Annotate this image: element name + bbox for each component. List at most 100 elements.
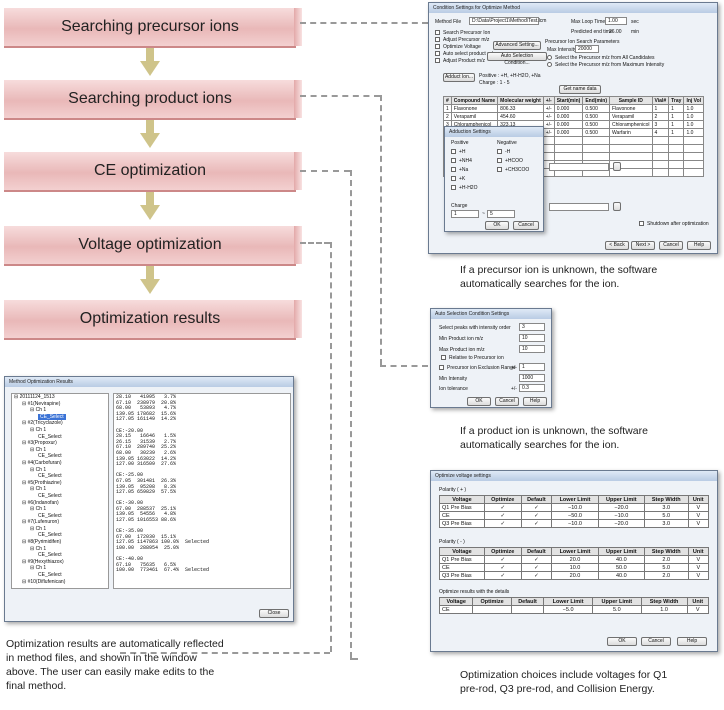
adduct-checkbox[interactable] — [451, 158, 456, 163]
charge-from-field[interactable]: 1 — [451, 210, 479, 218]
table-cell[interactable]: 10.0 — [551, 563, 599, 572]
table-cell[interactable]: ✓ — [483, 519, 522, 528]
exclusion-checkbox[interactable] — [439, 365, 444, 370]
auto-selection-condition-button[interactable]: Auto Selection Condition... — [487, 52, 547, 66]
adduct-checkbox[interactable] — [451, 185, 456, 190]
tree-node[interactable]: CE_Select — [12, 434, 108, 441]
adduct-checkbox[interactable] — [451, 149, 456, 154]
table-cell[interactable]: −10.0 — [597, 511, 645, 520]
auto-select-product-checkbox[interactable] — [435, 51, 440, 56]
tree-node[interactable]: ⊟ #8(Pyrimidifen) — [12, 539, 108, 546]
tree-node[interactable]: CE_Select — [12, 493, 108, 500]
tree-node[interactable]: ⊟ Ch 1 — [12, 486, 108, 493]
max-product-field[interactable]: 10 — [519, 345, 545, 353]
adduct-checkbox[interactable] — [497, 158, 502, 163]
ion-tolerance-field[interactable]: 0.3 — [519, 384, 545, 392]
table-cell[interactable]: 20.0 — [551, 555, 599, 564]
table-cell[interactable]: ✓ — [520, 555, 553, 564]
close-button[interactable]: Close — [259, 609, 289, 618]
relative-checkbox[interactable] — [441, 355, 446, 360]
tree-node[interactable]: ⊟ Ch 1 — [12, 526, 108, 533]
table-cell[interactable]: ✓ — [483, 571, 522, 580]
table-cell[interactable]: 3.0 — [643, 503, 689, 512]
min-intensity-field[interactable]: 1000 — [519, 374, 545, 382]
ok-button[interactable]: OK — [467, 397, 491, 406]
table-cell[interactable]: ✓ — [520, 563, 553, 572]
table-cell[interactable]: 2.0 — [643, 571, 689, 580]
table-cell[interactable]: −10.0 — [551, 519, 599, 528]
adduct-checkbox[interactable] — [497, 149, 502, 154]
tree-node[interactable]: ⊟ #6(Indanofan) — [12, 500, 108, 507]
table-cell[interactable]: ✓ — [483, 563, 522, 572]
cancel-button[interactable]: Cancel — [659, 241, 683, 250]
adduct-checkbox[interactable] — [497, 167, 502, 172]
tree-node[interactable]: ⊟ Ch 1 — [12, 467, 108, 474]
tree-node[interactable]: CE_Select — [12, 473, 108, 480]
cancel-button[interactable]: Cancel — [513, 221, 539, 230]
ok-button[interactable]: OK — [607, 637, 637, 646]
tree-node[interactable]: CE_Select — [12, 513, 108, 520]
browse-button[interactable] — [613, 162, 621, 171]
table-cell[interactable]: ✓ — [520, 503, 553, 512]
table-cell[interactable]: 1.0 — [640, 605, 688, 614]
table-cell[interactable]: ✓ — [483, 503, 522, 512]
tree-node[interactable]: ⊟ #3(Propoxur) — [12, 440, 108, 447]
tree-node[interactable]: CE_Select — [12, 413, 108, 421]
min-product-field[interactable]: 10 — [519, 334, 545, 342]
help-button[interactable]: Help — [677, 637, 707, 646]
adjust-product-checkbox[interactable] — [435, 58, 440, 63]
charge-to-field[interactable]: 5 — [487, 210, 515, 218]
table-cell[interactable]: −20.0 — [597, 519, 645, 528]
help-button[interactable]: Help — [687, 241, 711, 250]
tree-node[interactable]: ⊟ Ch 1 — [12, 506, 108, 513]
blank-field[interactable] — [549, 163, 609, 171]
adduct-ion-button[interactable]: Adduct Ion... — [443, 73, 475, 82]
table-cell[interactable]: ✓ — [483, 511, 522, 520]
method-file-field[interactable]: D:\Data\Project1\Method\Test.lcm — [469, 17, 546, 25]
table-cell[interactable] — [472, 605, 512, 614]
max-loop-time-field[interactable]: 1.00 — [605, 17, 627, 25]
table-cell[interactable]: 3.0 — [643, 519, 689, 528]
optimize-voltage-checkbox[interactable] — [435, 44, 440, 49]
back-button[interactable]: < Back — [605, 241, 629, 250]
tree-node[interactable]: ⊟ Ch 1 — [12, 546, 108, 553]
table-cell[interactable]: 40.0 — [597, 555, 645, 564]
cancel-button[interactable]: Cancel — [495, 397, 519, 406]
adjust-precursor-checkbox[interactable] — [435, 37, 440, 42]
table-cell[interactable]: 2.0 — [643, 555, 689, 564]
table-cell[interactable]: 5.0 — [643, 511, 689, 520]
radio-max-intensity[interactable] — [547, 62, 552, 67]
table-cell[interactable]: −50.0 — [551, 511, 599, 520]
intensity-order-field[interactable]: 3 — [519, 323, 545, 331]
table-cell[interactable]: 50.0 — [597, 563, 645, 572]
radio-all-candidates[interactable] — [547, 55, 552, 60]
advanced-setting-button[interactable]: Advanced Setting... — [493, 41, 541, 50]
tree-node[interactable]: CE_Select — [12, 572, 108, 579]
tree-node[interactable]: CE_Select — [12, 532, 108, 539]
table-cell[interactable]: 20.0 — [551, 571, 599, 580]
tree-node[interactable]: ⊟ Ch 1 — [12, 427, 108, 434]
browse-button[interactable] — [613, 202, 621, 211]
table-cell[interactable]: 5.0 — [592, 605, 642, 614]
table-cell[interactable]: ✓ — [520, 571, 553, 580]
adduct-checkbox[interactable] — [451, 167, 456, 172]
table-cell[interactable]: −20.0 — [597, 503, 645, 512]
tree-node[interactable]: ⊟ #7(Lufenuron) — [12, 519, 108, 526]
search-precursor-checkbox[interactable] — [435, 30, 440, 35]
table-cell[interactable]: −5.0 — [543, 605, 594, 614]
table-cell[interactable]: ✓ — [520, 519, 553, 528]
tree-node[interactable]: ⊟ Ch 1 — [12, 565, 108, 572]
exclusion-field[interactable]: 1 — [519, 363, 545, 371]
tree-node[interactable]: ⊟ #10(Diflufenican) — [12, 579, 108, 586]
adduct-checkbox[interactable] — [451, 176, 456, 181]
